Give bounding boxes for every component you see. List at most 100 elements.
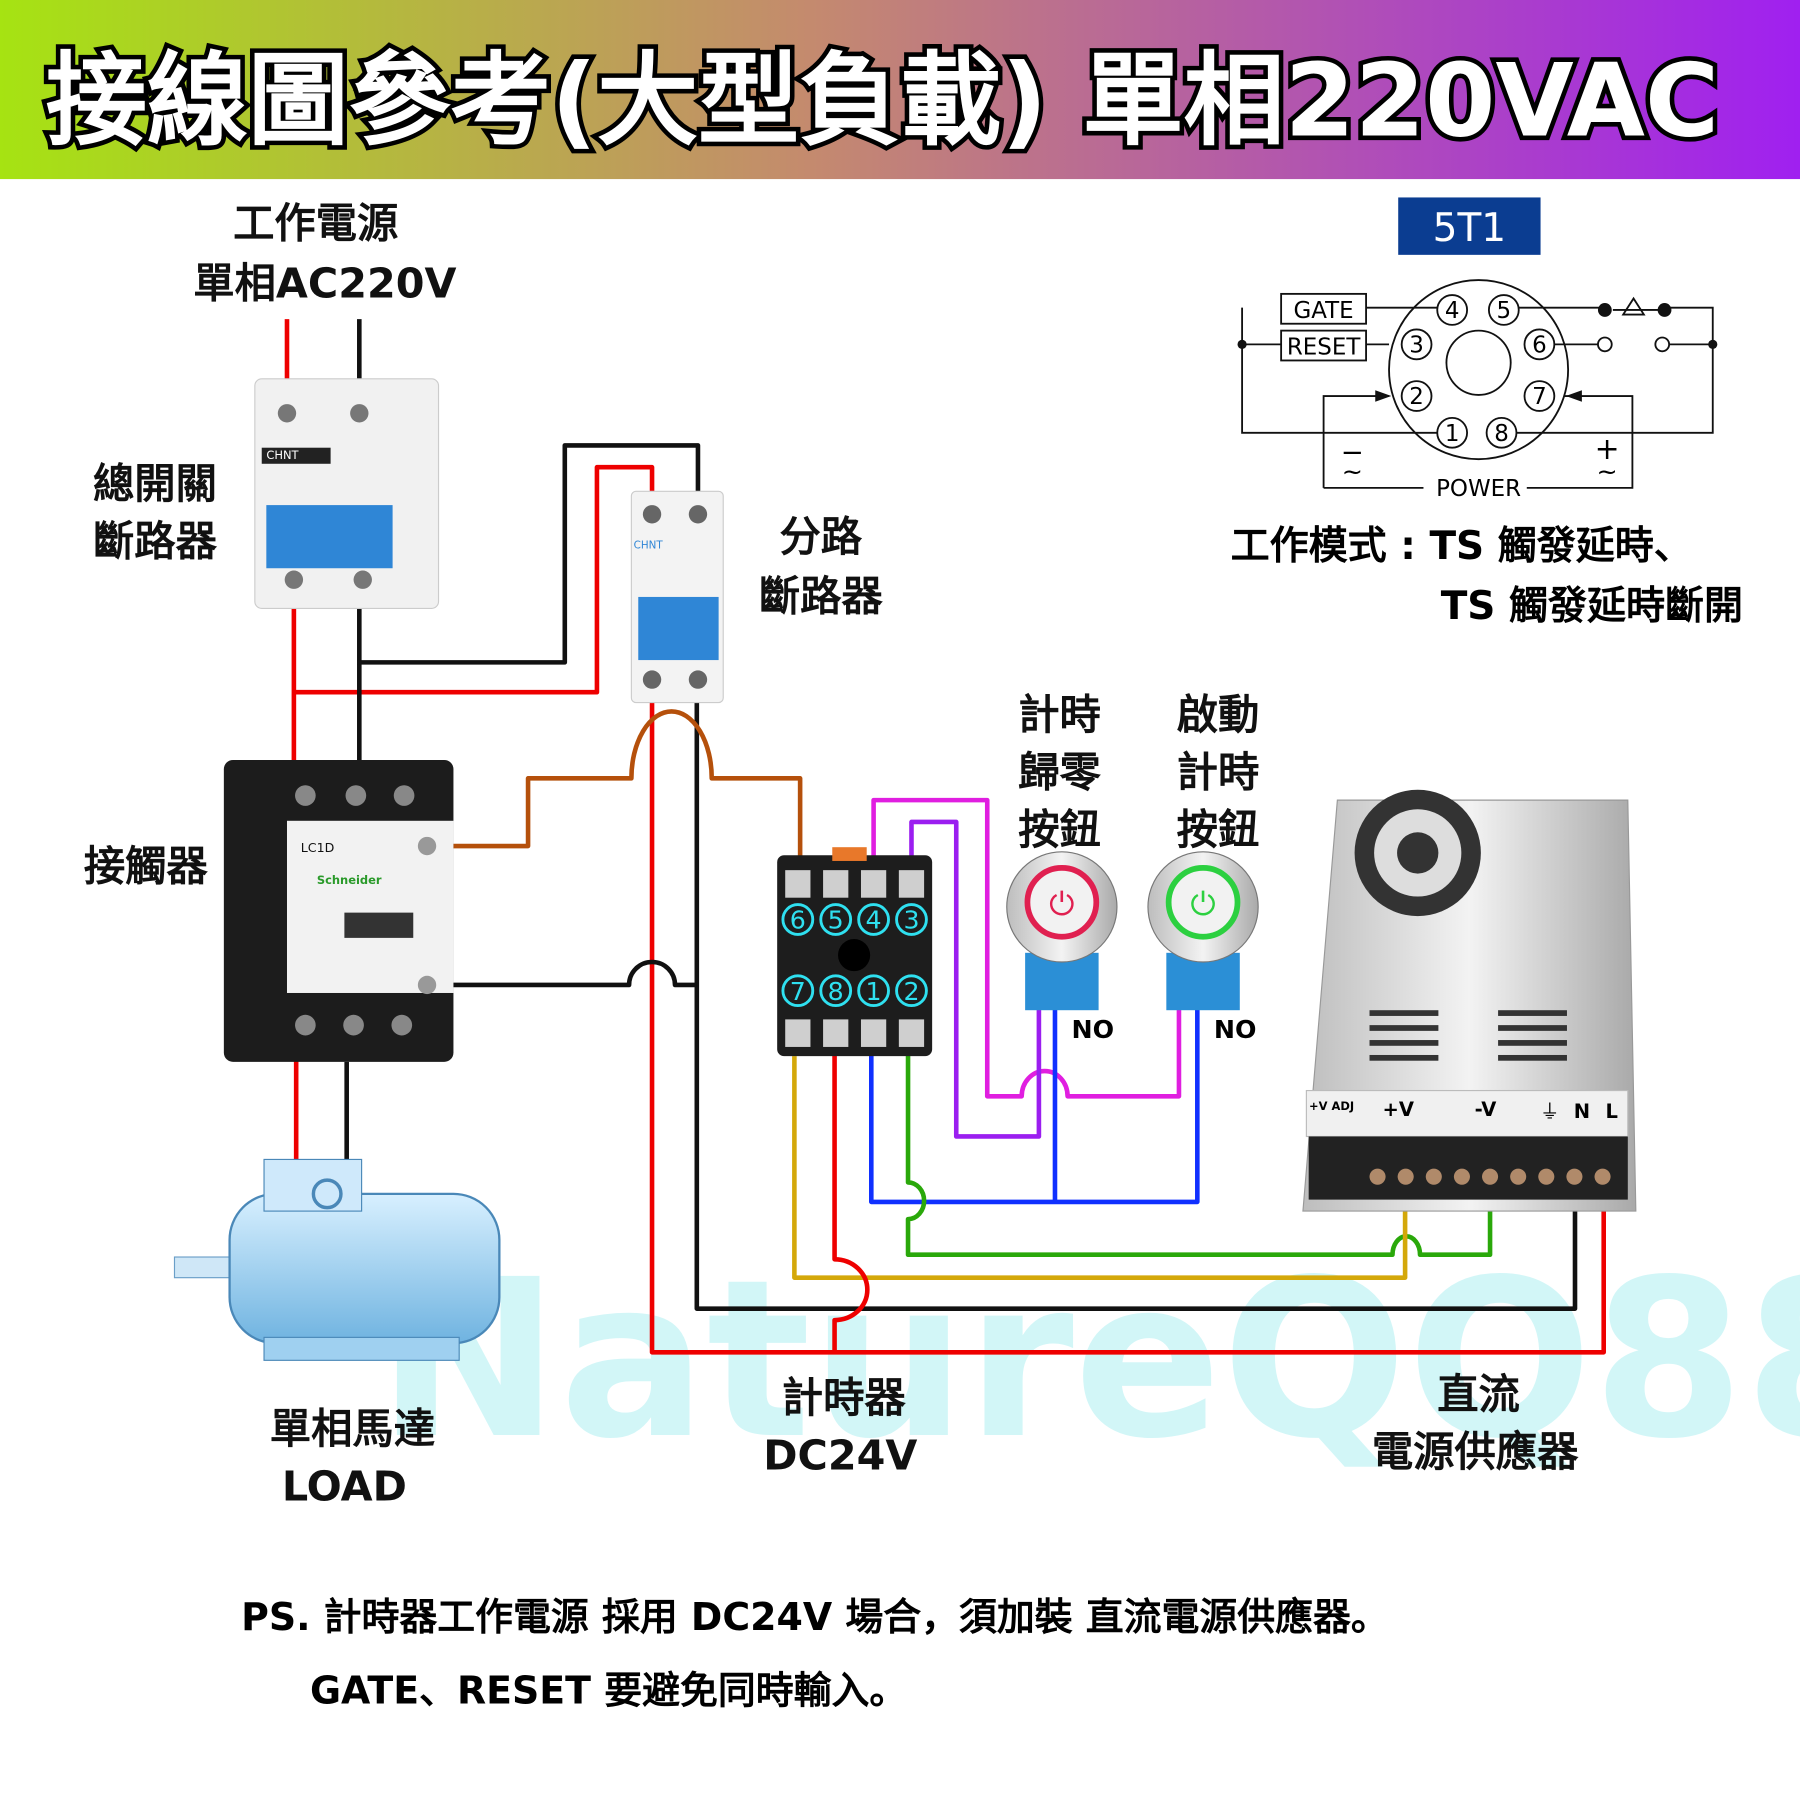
power-supply bbox=[1302, 789, 1637, 1212]
reset-label: RESET bbox=[1287, 335, 1361, 361]
note-line-1: PS. 計時器工作電源 採用 DC24V 場合，須加裝 直流電源供應器。 bbox=[241, 1595, 1389, 1639]
power-icon: ⏻ bbox=[1049, 885, 1074, 923]
branch-breaker: CHNT bbox=[630, 490, 724, 704]
start-button[interactable]: ⏻ bbox=[1147, 851, 1259, 1011]
timer-label: 計時器 bbox=[782, 1374, 907, 1422]
wire-red-psu-l bbox=[649, 700, 1606, 1355]
pinout-pin-number: 4 bbox=[1445, 298, 1460, 324]
pinout-diagram: 5T1 GATE RESET POWER − ~ + ~ 12 34 56 78 bbox=[1237, 197, 1718, 502]
timer-terminal-screw bbox=[898, 870, 925, 898]
title-bar bbox=[0, 0, 1800, 180]
psu-terminal-screw bbox=[1482, 1168, 1499, 1185]
motor bbox=[173, 1158, 501, 1361]
psu-terminal-label: L bbox=[1606, 1100, 1618, 1123]
model-badge bbox=[1398, 197, 1541, 255]
reset-button-label: 按鈕 bbox=[1018, 806, 1101, 854]
psu-terminal-screw bbox=[1369, 1168, 1386, 1185]
model-badge-text: 5T1 bbox=[1433, 206, 1506, 251]
reset-button-label: 計時 bbox=[1018, 691, 1101, 739]
main-breaker: CHNT bbox=[254, 378, 440, 609]
pinout-pin bbox=[1523, 380, 1556, 412]
ac-sign: ~ bbox=[1597, 457, 1618, 486]
psu-terminal-screw bbox=[1510, 1168, 1527, 1185]
svg-text:CHNT: CHNT bbox=[634, 540, 664, 552]
mode-line-2: TS 觸發延時斷開 bbox=[1441, 584, 1743, 629]
timer-pin-circle bbox=[895, 974, 928, 1008]
timer-pin-circle bbox=[781, 974, 815, 1008]
psu-label: 電源供應器 bbox=[1372, 1428, 1579, 1476]
psu-terminal-screw bbox=[1425, 1168, 1442, 1185]
gate-label: GATE bbox=[1293, 298, 1353, 324]
power-label: POWER bbox=[1436, 476, 1521, 502]
psu-terminal-screw bbox=[1566, 1168, 1583, 1185]
timer-terminal-screw bbox=[785, 1019, 811, 1047]
timer-pin-circle bbox=[857, 974, 890, 1008]
psu-terminal-label: +V bbox=[1382, 1098, 1413, 1121]
reset-button-contact: NO bbox=[1072, 1015, 1115, 1044]
main-breaker-label: 斷路器 bbox=[93, 518, 218, 566]
timer-terminal-screw bbox=[785, 870, 811, 898]
ac-sign: ~ bbox=[1342, 457, 1363, 486]
timer-pin-number: 2 bbox=[903, 977, 919, 1006]
mode-line-1: 工作模式 : TS 觸發延時、 bbox=[1231, 524, 1693, 569]
main-breaker-label: 總開關 bbox=[93, 460, 217, 508]
psu-terminal-label: +V ADJ bbox=[1309, 1099, 1354, 1113]
reset-button-label: 歸零 bbox=[1018, 748, 1101, 796]
psu-terminal-screw bbox=[1594, 1168, 1611, 1185]
psu-terminal-screw bbox=[1538, 1168, 1555, 1185]
timer-pin-number: 7 bbox=[790, 977, 806, 1006]
timer-terminal-screw bbox=[898, 1019, 925, 1047]
power-source-label: 工作電源 bbox=[233, 200, 398, 248]
pinout-pin-number: 3 bbox=[1409, 332, 1424, 358]
power-source-spec: 單相AC220V bbox=[193, 259, 456, 307]
timer-terminal-screw bbox=[823, 1019, 849, 1047]
ground-icon: ⏚ bbox=[1540, 1100, 1560, 1123]
timer-pin-circle bbox=[819, 903, 853, 936]
pinout-pin-number: 7 bbox=[1532, 384, 1547, 410]
start-button-contact: NO bbox=[1214, 1015, 1257, 1044]
timer-pin-circle bbox=[895, 903, 928, 936]
wire-red-timer bbox=[832, 1044, 870, 1353]
pinout-pin bbox=[1523, 328, 1556, 361]
timer-pin-number: 4 bbox=[866, 906, 882, 935]
pinout-pin bbox=[1436, 416, 1469, 449]
timer-voltage: DC24V bbox=[763, 1431, 917, 1479]
pinout-pin bbox=[1400, 328, 1433, 361]
pinout-pin bbox=[1436, 294, 1469, 326]
wire-yellow bbox=[792, 1056, 1408, 1280]
pinout-pin bbox=[1485, 416, 1518, 449]
psu-terminal-screw bbox=[1453, 1168, 1470, 1185]
svg-text:CHNT: CHNT bbox=[266, 448, 299, 462]
wire-green bbox=[905, 1038, 1493, 1258]
psu-terminal-label: N bbox=[1574, 1100, 1590, 1123]
timer-pin-number: 5 bbox=[828, 906, 844, 935]
pinout-pin-number: 2 bbox=[1409, 384, 1424, 410]
timer-pin-number: 3 bbox=[903, 906, 919, 935]
motor-load-label: LOAD bbox=[282, 1462, 407, 1510]
pinout-pin bbox=[1400, 380, 1433, 412]
minus-sign: − bbox=[1341, 436, 1364, 468]
psu-terminal-label: -V bbox=[1475, 1098, 1497, 1121]
branch-breaker-label: 斷路器 bbox=[759, 573, 884, 621]
reset-button[interactable]: ⏻ bbox=[1006, 851, 1118, 1011]
note-line-2: GATE、RESET 要避免同時輸入。 bbox=[310, 1669, 907, 1713]
wire-coil-a1 bbox=[427, 709, 803, 884]
pinout-pin-number: 5 bbox=[1497, 298, 1512, 324]
pinout-pin-number: 8 bbox=[1494, 421, 1509, 447]
psu-terminal-screw bbox=[1397, 1168, 1414, 1185]
start-button-label: 按鈕 bbox=[1177, 806, 1260, 854]
watermark: NatureQQ88 bbox=[377, 1234, 1800, 1487]
pinout-pin bbox=[1487, 294, 1520, 326]
wire-purple bbox=[909, 819, 1042, 1139]
timer-pin-number: 6 bbox=[790, 906, 806, 935]
timer-terminal-screw bbox=[823, 870, 849, 898]
page-title: 接線圖參考(大型負載) 單相220VAC bbox=[46, 41, 1719, 159]
pinout-pin-number: 6 bbox=[1532, 332, 1547, 358]
contactor: LC1D Schneider bbox=[223, 759, 454, 1062]
branch-breaker-label: 分路 bbox=[779, 513, 862, 561]
pinout-pin-number: 1 bbox=[1445, 421, 1460, 447]
timer-terminal-screw bbox=[860, 870, 887, 898]
plus-sign: + bbox=[1595, 432, 1620, 467]
